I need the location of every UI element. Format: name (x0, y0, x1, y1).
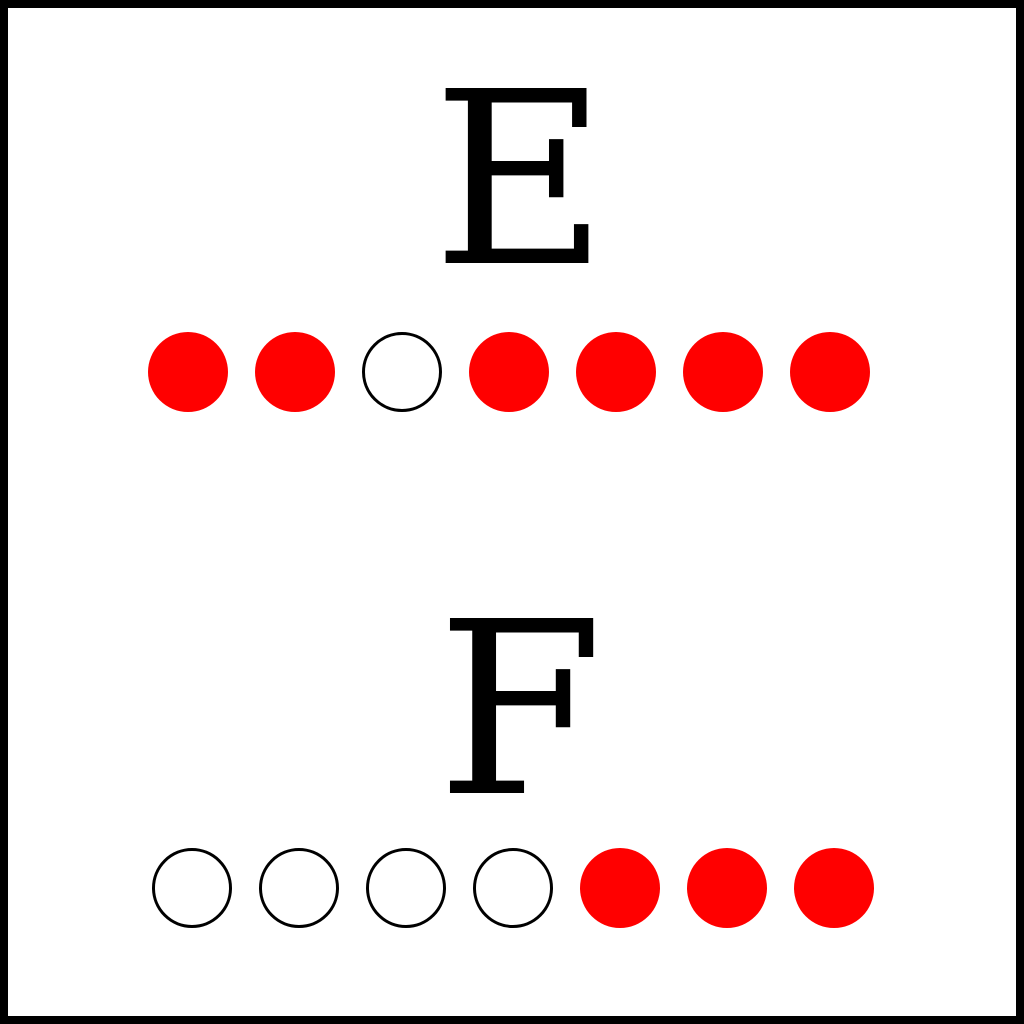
dot-e-6-filled (683, 332, 763, 412)
dot-row-e (8, 322, 1024, 422)
dot-e-1-filled (148, 332, 228, 412)
dot-f-2-empty (259, 848, 339, 928)
dot-e-3-empty (362, 332, 442, 412)
dot-e-2-filled (255, 332, 335, 412)
dot-f-3-empty (366, 848, 446, 928)
dot-f-6-filled (687, 848, 767, 928)
letter-f-label: F (436, 570, 604, 850)
dot-e-4-filled (469, 332, 549, 412)
dot-row-f (8, 838, 1024, 938)
dot-f-1-empty (152, 848, 232, 928)
dot-f-5-filled (580, 848, 660, 928)
dot-e-5-filled (576, 332, 656, 412)
letter-e-label: E (432, 40, 608, 320)
dot-f-4-empty (473, 848, 553, 928)
dot-f-7-filled (794, 848, 874, 928)
dot-e-7-filled (790, 332, 870, 412)
